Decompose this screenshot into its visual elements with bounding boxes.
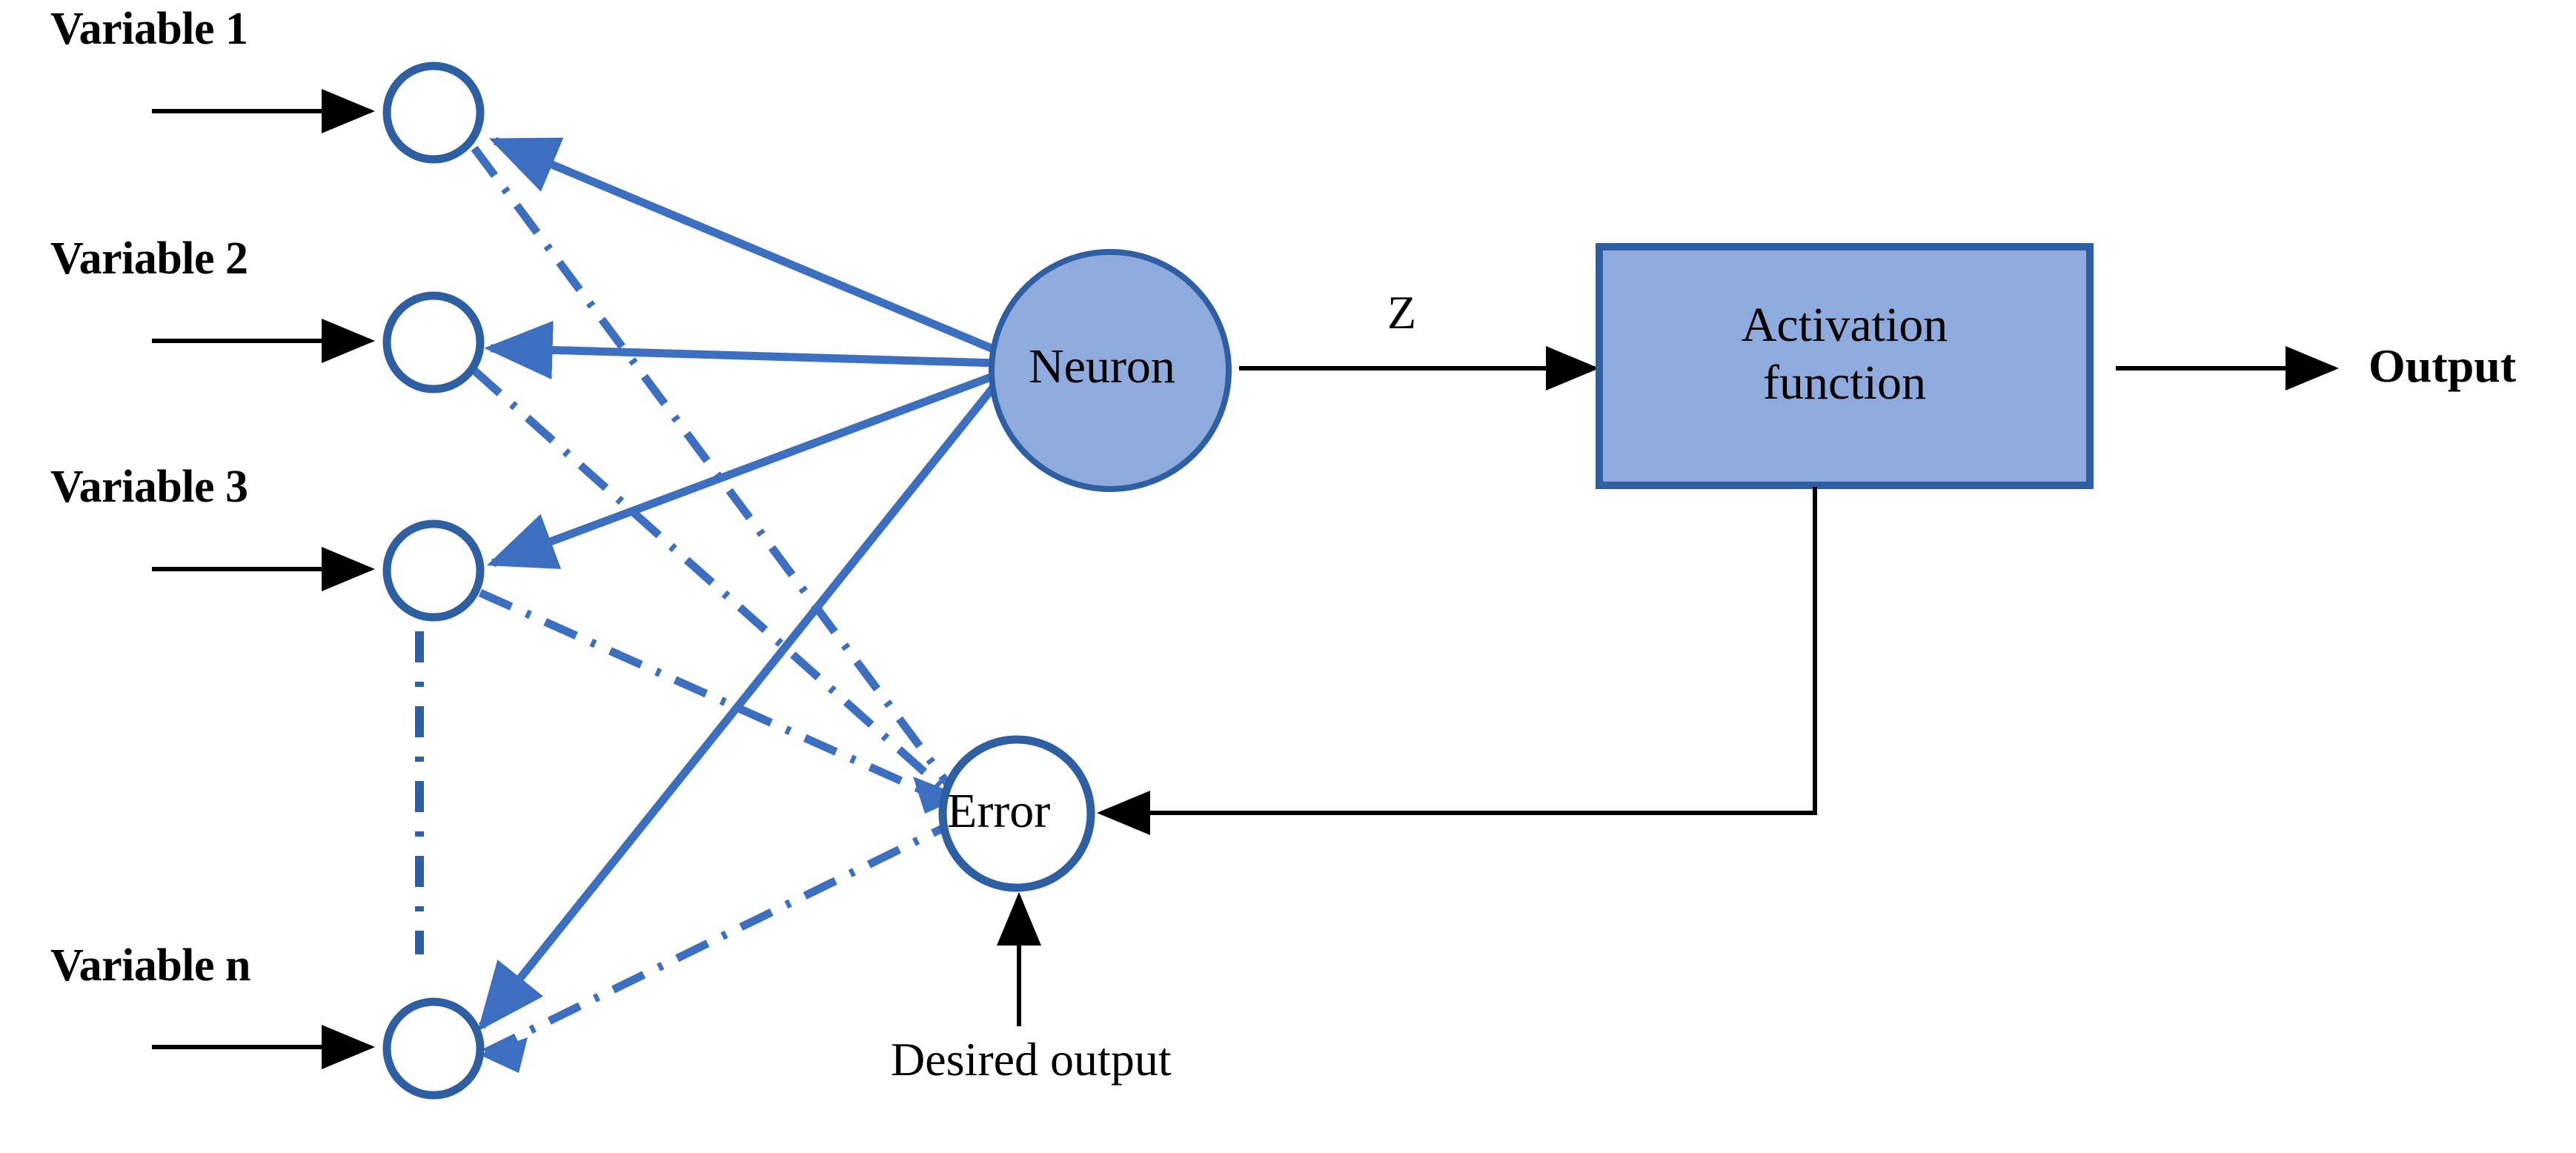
input-flow-arrows	[152, 89, 375, 1069]
neuron-node[interactable]	[989, 249, 1232, 492]
inputs-to-error-arrowheads	[479, 777, 963, 1073]
activation-function-label-line1: Activation	[1741, 298, 1948, 352]
input-label-variable-2: Variable 2	[50, 233, 248, 284]
input-label-variable-n: Variable n	[50, 940, 251, 991]
output-label: Output	[2368, 339, 2517, 392]
edge-input-n-to-error	[483, 819, 957, 1056]
edge-neuron-to-input-3	[486, 371, 998, 569]
input-node-3[interactable]	[382, 519, 485, 622]
arrowhead-error-in-1	[913, 777, 963, 814]
edge-neuron-to-input-n	[477, 385, 997, 1031]
edge-input-3-to-error	[478, 588, 957, 809]
neuron-to-inputs-edges	[477, 136, 999, 1031]
input-label-variable-1: Variable 1	[50, 4, 248, 54]
desired-output-label: Desired output	[891, 1033, 1172, 1086]
neuron-label: Neuron	[1029, 339, 1175, 393]
error-label: Error	[947, 784, 1051, 838]
error-node[interactable]	[938, 735, 1095, 892]
input-node-2[interactable]	[382, 291, 485, 393]
inputs-to-error-edges	[471, 145, 958, 1056]
input-node-n[interactable]	[382, 997, 485, 1100]
arrowhead-input-n-in	[479, 1037, 528, 1073]
edge-neuron-to-input-2	[484, 320, 997, 380]
edge-neuron-to-input-1	[488, 136, 999, 355]
feedback-path-activation-to-error	[1097, 487, 1817, 835]
edge-input-1-to-error	[471, 145, 958, 796]
pre-activation-label-z: Z	[1387, 286, 1417, 339]
activation-function-box[interactable]	[1596, 243, 2094, 489]
input-node-1[interactable]	[382, 62, 485, 164]
input-nodes	[382, 62, 485, 1100]
activation-function-label-line2: function	[1763, 356, 1926, 410]
input-label-variable-3: Variable 3	[50, 462, 248, 512]
